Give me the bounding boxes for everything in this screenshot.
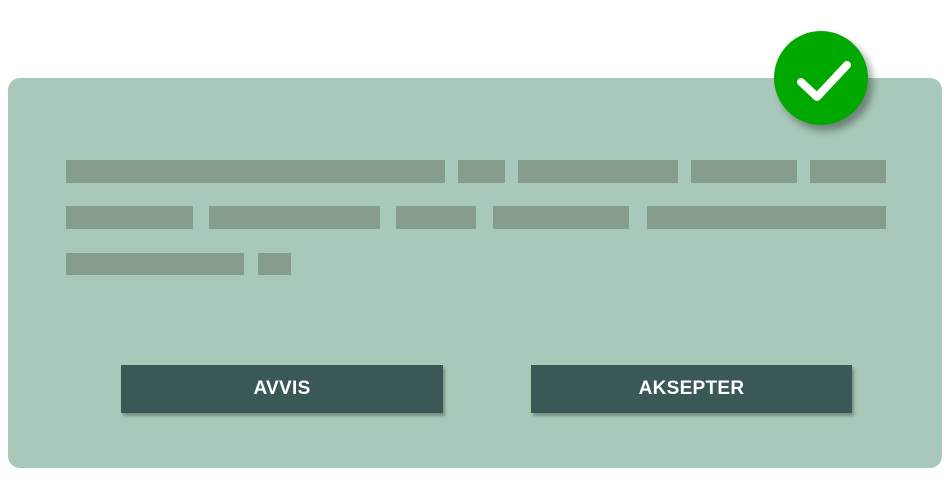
- text-placeholder-bar: [518, 160, 678, 183]
- text-placeholder-bar: [66, 160, 445, 183]
- text-placeholder-bar: [493, 206, 629, 229]
- text-placeholder-bar: [647, 206, 886, 229]
- accept-button[interactable]: AKSEPTER: [531, 365, 852, 413]
- reject-button[interactable]: AVVIS: [121, 365, 443, 413]
- text-placeholder-bar: [458, 160, 505, 183]
- text-placeholder-bar: [810, 160, 886, 183]
- text-placeholder-bar: [258, 253, 291, 275]
- text-placeholder-bar: [396, 206, 476, 229]
- text-placeholder-bar: [66, 253, 244, 275]
- text-placeholder-bar: [66, 206, 193, 229]
- text-placeholder-bar: [691, 160, 797, 183]
- checkmark-icon: [774, 31, 868, 125]
- text-placeholder-bar: [209, 206, 380, 229]
